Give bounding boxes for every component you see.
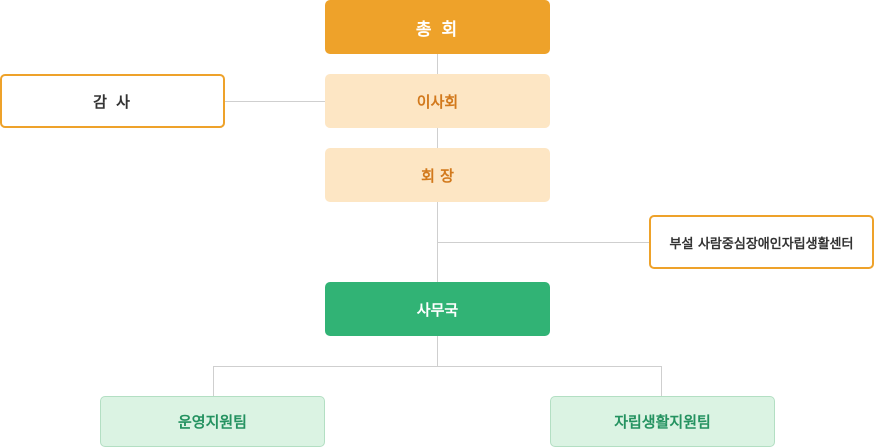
board-of-directors-box: 이사회: [325, 74, 550, 128]
operations-support-team-label: 운영지원팀: [177, 413, 247, 431]
connector-affiliated-center: [437, 242, 650, 243]
connector-auditor: [224, 101, 325, 102]
chairperson-label: 회 장: [421, 166, 454, 185]
auditor-label: 감 사: [93, 92, 132, 111]
connector-team-left: [213, 366, 214, 396]
independent-living-support-team-label: 자립생활지원팀: [614, 413, 711, 431]
secretariat-label: 사무국: [416, 300, 459, 319]
affiliated-center-box: 부설 사람중심장애인자립생활센터: [649, 215, 874, 269]
chairperson-box: 회 장: [325, 148, 550, 202]
connector-team-right: [661, 366, 662, 396]
general-assembly-box: 총 회: [325, 0, 550, 54]
independent-living-support-team-box: 자립생활지원팀: [550, 396, 775, 447]
general-assembly-label: 총 회: [415, 19, 460, 40]
affiliated-center-label: 부설 사람중심장애인자립생활센터: [669, 236, 854, 252]
auditor-box: 감 사: [0, 74, 225, 128]
connector-teams-horizontal: [213, 366, 662, 367]
connector-secretariat-down: [437, 336, 438, 366]
secretariat-box: 사무국: [325, 282, 550, 336]
operations-support-team-box: 운영지원팀: [100, 396, 325, 447]
board-of-directors-label: 이사회: [416, 92, 459, 111]
